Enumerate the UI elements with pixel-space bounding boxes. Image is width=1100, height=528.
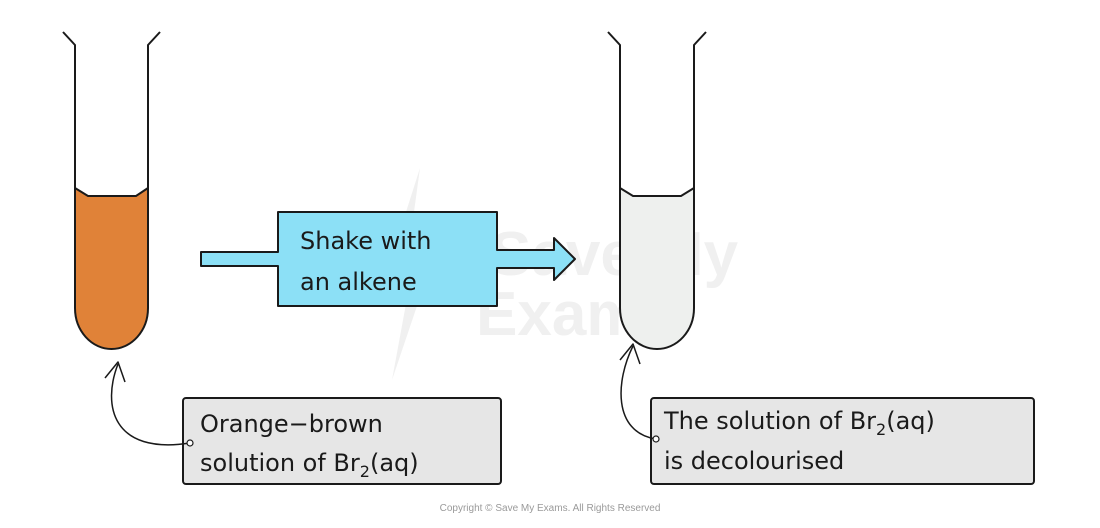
label-after: The solution of Br2(aq) is decolourised	[619, 343, 1035, 485]
label-before-line-2: solution of Br2(aq)	[200, 449, 419, 481]
test-tube-after	[607, 31, 707, 350]
label-before-subscript: 2	[360, 462, 370, 481]
pointer-after-dot	[652, 435, 660, 443]
pointer-before	[110, 363, 191, 446]
tube-outline-after	[607, 31, 707, 350]
label-before-line-1: Orange−brown	[200, 410, 383, 438]
label-before-line-2-text: solution of Br	[200, 449, 360, 477]
pointer-before-arrowhead	[104, 361, 126, 383]
arrow-shape	[200, 211, 576, 307]
pointer-after	[620, 345, 657, 440]
liquid-meniscus-before	[74, 187, 149, 197]
label-after-line-1-text: The solution of Br	[663, 407, 876, 435]
liquid-meniscus-after	[619, 187, 695, 197]
test-tube-before	[62, 31, 161, 350]
arrow-label-line-2: an alkene	[300, 268, 417, 296]
tube-outline-before	[62, 31, 161, 350]
label-after-suffix: (aq)	[886, 407, 935, 435]
pointer-before-dot	[186, 439, 194, 447]
pointer-after-arrowhead	[619, 343, 641, 365]
label-after-line-1: The solution of Br2(aq)	[663, 407, 935, 439]
label-after-line-2: is decolourised	[664, 447, 844, 475]
bromine-solution	[75, 188, 148, 349]
label-before-box	[182, 397, 502, 485]
label-before-suffix: (aq)	[370, 449, 419, 477]
label-after-box	[650, 397, 1035, 485]
arrow-label-line-1: Shake with	[300, 227, 432, 255]
copyright-notice: Copyright © Save My Exams. All Rights Re…	[439, 503, 661, 514]
decolourised-solution	[620, 188, 694, 349]
label-after-subscript: 2	[876, 420, 886, 439]
process-arrow: Shake with an alkene	[200, 211, 576, 307]
label-before: Orange−brown solution of Br2(aq)	[104, 361, 502, 485]
